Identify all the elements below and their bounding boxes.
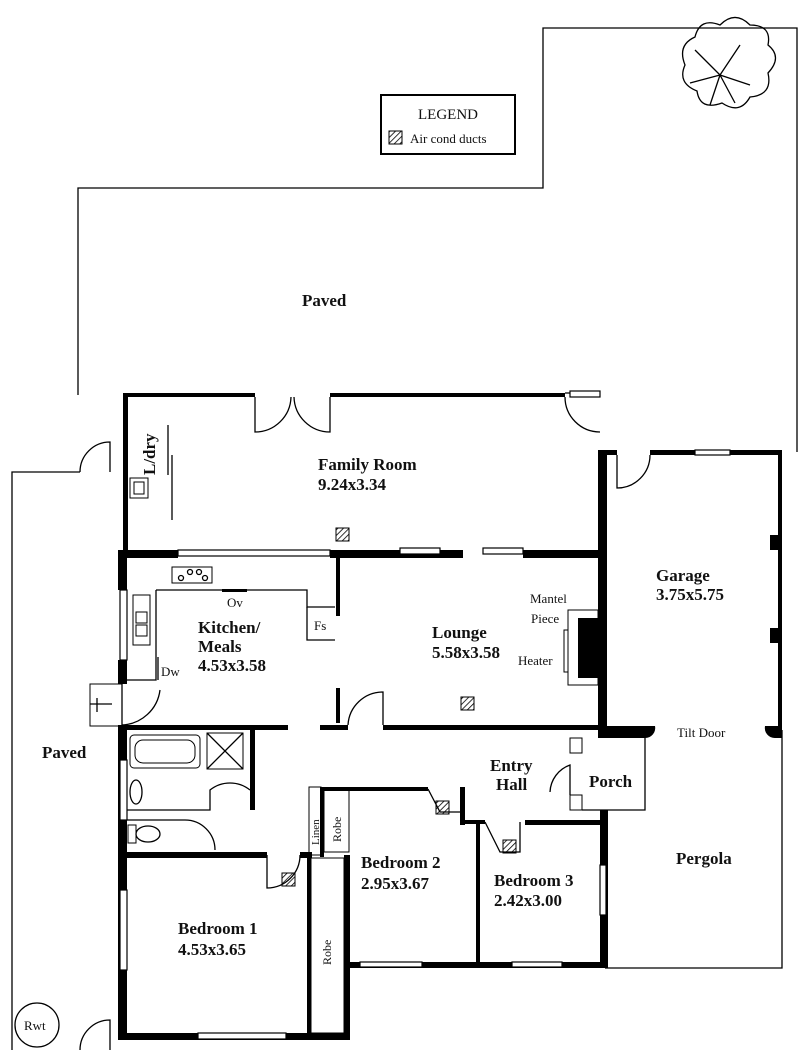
walls (89, 390, 782, 1040)
kitchen-name: Kitchen/ (198, 618, 261, 637)
legend-item: Air cond ducts (410, 131, 487, 146)
legend-title: LEGEND (418, 107, 478, 123)
fridge-space-label: Fs (314, 618, 326, 633)
left-boundary (11, 471, 80, 1050)
air-duct-icon (460, 696, 475, 711)
rwt-label: Rwt (24, 1018, 46, 1033)
rainwater-tank-icon (14, 1002, 60, 1048)
cooktop-icon (171, 566, 213, 584)
pergola-label: Pergola (676, 849, 732, 868)
linen-label: Linen (310, 819, 322, 845)
mantel-label-2: Piece (531, 611, 559, 626)
dishwasher-label: Dw (161, 664, 180, 679)
bedroom1-size: 4.53x3.65 (178, 940, 246, 959)
bedroom3-size: 2.42x3.00 (494, 891, 562, 910)
paved-left-label: Paved (42, 743, 87, 762)
basin-icon (129, 779, 143, 805)
oven-label: Ov (227, 595, 243, 610)
bedroom3-name: Bedroom 3 (494, 871, 574, 890)
bathtub-icon (129, 734, 201, 769)
tree-icon (681, 16, 777, 109)
air-duct-icon (502, 839, 517, 854)
tilt-door-label: Tilt Door (677, 725, 726, 740)
fixtures (14, 425, 335, 1048)
bedroom2-name: Bedroom 2 (361, 853, 441, 872)
laundry-label: L/dry (140, 433, 159, 475)
lounge-name: Lounge (432, 623, 487, 642)
lounge-size: 5.58x3.58 (432, 643, 500, 662)
porch-name: Porch (589, 772, 633, 791)
mantel-label: Mantel (530, 591, 567, 606)
entry-hall-name-2: Hall (496, 775, 527, 794)
laundry-tub-icon (129, 477, 149, 499)
heater-label: Heater (518, 653, 553, 668)
legend: LEGEND Air cond ducts (380, 94, 516, 155)
entry-hall-name: Entry (490, 756, 533, 775)
kitchen-size: 4.53x3.58 (198, 656, 266, 675)
family-room-size: 9.24x3.34 (318, 475, 387, 494)
sink-icon (132, 594, 151, 646)
bedroom1-name: Bedroom 1 (178, 919, 258, 938)
garage-name: Garage (656, 566, 710, 585)
bedroom2-size: 2.95x3.67 (361, 874, 430, 893)
kitchen-name-2: Meals (198, 637, 242, 656)
family-room-name: Family Room (318, 455, 417, 474)
robe-label-bed2: Robe (330, 817, 344, 842)
robe-label-bed1: Robe (320, 940, 334, 965)
paved-top-label: Paved (302, 291, 347, 310)
air-duct-icon (335, 527, 350, 542)
air-duct-icon (435, 800, 450, 815)
pergola-boundary (605, 730, 783, 969)
site-boundary (77, 27, 798, 452)
air-duct-markers (281, 527, 517, 887)
garage-size: 3.75x5.75 (656, 585, 724, 604)
air-duct-icon (281, 872, 296, 887)
toilet-icon (127, 824, 137, 844)
air-duct-icon (388, 130, 403, 145)
